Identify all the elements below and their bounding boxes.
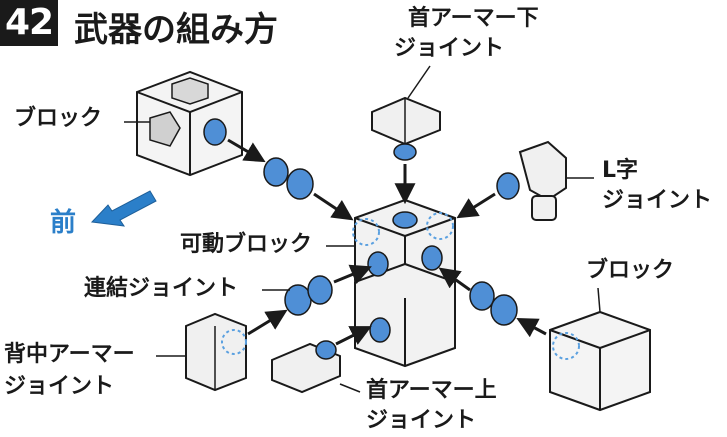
page-title: 武器の組み方	[74, 10, 278, 50]
label-back-armor-2: ジョイント	[4, 374, 115, 399]
l-joint-part	[496, 140, 567, 221]
connecting-joint-part	[284, 275, 333, 316]
label-block-left: ブロック	[14, 106, 103, 131]
label-neck-armor-upper-1: 首アーマー上	[366, 378, 497, 403]
label-block-right: ブロック	[586, 258, 675, 283]
label-neck-armor-lower-1: 首アーマー下	[408, 6, 539, 31]
neck-armor-upper-part	[271, 340, 341, 394]
label-neck-armor-upper-2: ジョイント	[366, 408, 477, 433]
leader-lines	[124, 65, 601, 393]
label-neck-armor-lower-2: ジョイント	[394, 36, 505, 61]
joint-connector-right	[469, 281, 518, 326]
label-back-armor-1: 背中アーマー	[4, 342, 135, 367]
label-connecting-joint: 連結ジョイント	[84, 276, 239, 301]
front-label: 前	[50, 208, 77, 238]
block-left-part	[136, 70, 243, 177]
step-number-badge: 42	[0, 0, 58, 46]
back-armor-part	[185, 312, 247, 392]
label-l-joint-2: ジョイント	[602, 188, 713, 213]
block-right-part	[549, 310, 651, 412]
neck-armor-lower-part	[371, 96, 441, 161]
label-l-joint-1: L字	[602, 158, 639, 183]
joint-connector-upper	[263, 157, 314, 200]
label-movable-block: 可動ブロック	[180, 232, 313, 257]
assembly-arrows	[227, 138, 547, 346]
front-arrow-icon	[90, 190, 157, 227]
movable-block-part	[352, 198, 456, 368]
